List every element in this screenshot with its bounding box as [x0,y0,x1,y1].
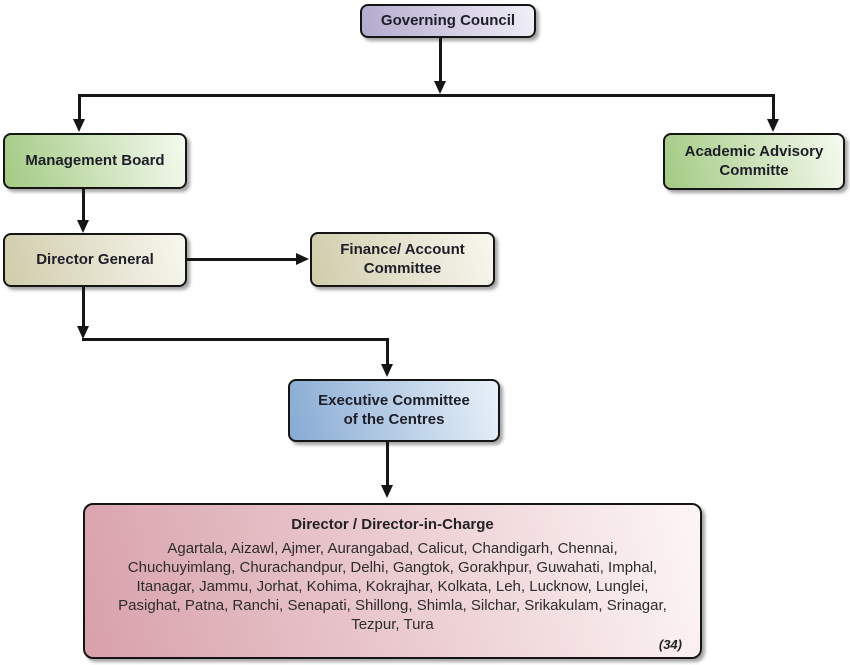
centers-count-label: (34) [658,637,682,652]
connector-executive-to-director [386,442,389,486]
node-governing-council: Governing Council [360,4,536,38]
arrowhead-to-director-general [77,220,89,233]
arrowhead-to-executive-committee [381,364,393,377]
connector-to-executive-vertical [386,340,389,365]
arrowhead-to-academic-advisory [767,119,779,132]
node-academic-advisory-committee-label: Academic Advisory Committe [684,142,824,179]
node-management-board-label: Management Board [25,151,165,169]
arrowhead-dg-elbow [77,326,89,339]
node-finance-account-committee: Finance/ Account Committee [310,232,495,287]
director-in-charge-centers-list: Agartala, Aizawl, Ajmer, Aurangabad, Cal… [118,540,667,633]
arrowhead-to-director-in-charge [381,485,393,498]
arrowhead-to-management-board [73,119,85,132]
connector-dg-to-finance [187,258,297,261]
connector-dg-down [82,287,85,327]
node-director-in-charge: Director / Director-in-Charge Agartala, … [83,503,702,659]
arrowhead-gc-to-branch [434,81,446,94]
connector-management-to-director-general [82,189,85,221]
node-management-board: Management Board [3,133,187,189]
director-in-charge-title: Director / Director-in-Charge [291,516,494,533]
connector-branch-horizontal [78,94,775,97]
node-governing-council-label: Governing Council [380,11,516,29]
node-director-general: Director General [3,233,187,287]
arrowhead-to-finance-committee [296,253,309,265]
connector-branch-to-management [78,96,81,119]
node-academic-advisory-committee: Academic Advisory Committe [663,133,845,190]
node-finance-account-committee-label: Finance/ Account Committee [340,240,465,277]
node-executive-committee-label: Executive Committee of the Centres [318,391,470,428]
connector-branch-to-academic [772,96,775,119]
connector-elbow-horizontal [82,338,389,341]
node-director-general-label: Director General [36,250,154,268]
connector-gc-vertical [439,38,442,83]
node-executive-committee: Executive Committee of the Centres [288,379,500,442]
